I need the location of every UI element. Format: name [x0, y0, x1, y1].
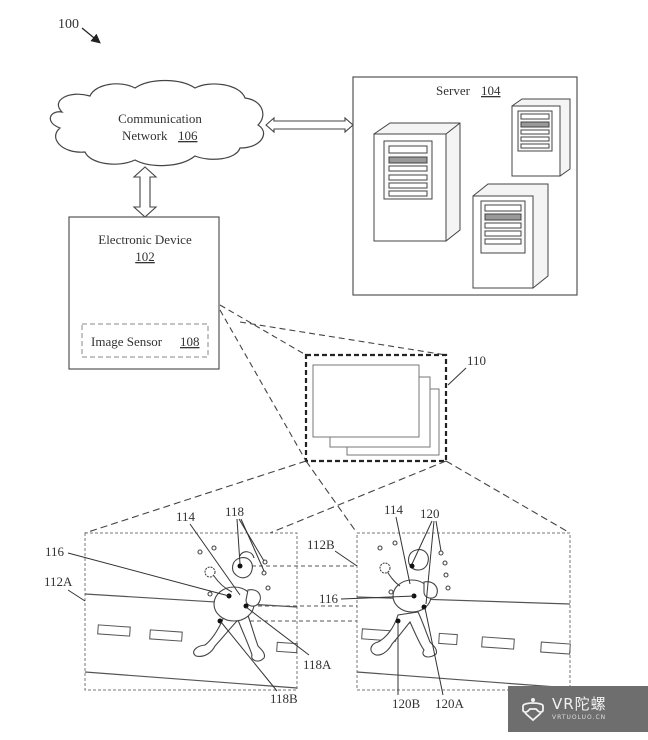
label-120a: 120A: [435, 696, 465, 711]
label-118a: 118A: [303, 657, 332, 672]
projection-line: [305, 460, 358, 534]
leader-line: [245, 606, 310, 656]
leader-line: [334, 550, 358, 567]
device-name: Electronic Device: [98, 232, 192, 247]
figure-ref-arrow: [81, 27, 101, 44]
server-ref: 104: [481, 83, 501, 98]
server-tower-icon: [511, 98, 571, 177]
leader-line: [425, 520, 435, 605]
frame-112b: [356, 532, 571, 691]
electronic-device-box: [68, 216, 220, 370]
watermark-subtitle: VRTUOLUO.CN: [552, 714, 607, 721]
label-116-b: 116: [319, 591, 339, 606]
frames-ref-leader: [447, 367, 467, 386]
leader-line: [220, 621, 278, 692]
label-120b: 120B: [392, 696, 421, 711]
projection-line: [445, 460, 571, 534]
leader-line: [240, 518, 265, 572]
server-tower-icon: [373, 122, 461, 242]
sensor-ref: 108: [180, 334, 200, 349]
server-name: Server: [436, 83, 471, 98]
projection-line: [219, 309, 307, 462]
label-120: 120: [420, 506, 440, 521]
network-title: Communication: [118, 111, 202, 126]
person-figure: [193, 545, 271, 662]
leader-line: [189, 523, 241, 596]
leader-line: [340, 595, 415, 600]
watermark-title: VR陀螺: [552, 695, 607, 713]
projection-line: [239, 321, 447, 356]
frames-ref: 110: [467, 353, 486, 368]
server-tower-icon: [472, 183, 549, 289]
label-112a: 112A: [44, 574, 73, 589]
label-118b: 118B: [270, 691, 298, 706]
projection-line: [269, 460, 447, 534]
figure-ref-label: 100: [58, 17, 79, 32]
leader-line: [411, 520, 433, 565]
vr-headset-logo-icon: [522, 698, 544, 722]
label-116-a: 116: [45, 544, 65, 559]
projection-line: [219, 304, 307, 356]
label-118: 118: [225, 504, 244, 519]
device-ref: 102: [135, 249, 155, 264]
network-server-double-arrow: [265, 116, 354, 134]
leader-line: [67, 552, 230, 597]
network-device-double-arrow: [132, 166, 158, 218]
leader-line: [395, 516, 411, 585]
network-name: Network: [122, 128, 168, 143]
leader-line: [435, 520, 442, 552]
network-ref: 106: [178, 128, 198, 143]
communication-network-cloud: [49, 79, 264, 167]
label-114-a: 114: [176, 509, 196, 524]
leader-line: [67, 589, 86, 602]
sensor-name: Image Sensor: [91, 334, 163, 349]
label-112b: 112B: [307, 537, 335, 552]
projection-line: [84, 460, 307, 534]
frame-112a: [84, 532, 298, 691]
image-frame: [312, 364, 420, 438]
leader-line: [238, 518, 265, 562]
leader-line: [424, 607, 444, 696]
label-114-b: 114: [384, 502, 404, 517]
watermark: VR陀螺 VRTUOLUO.CN: [508, 686, 648, 732]
leader-line: [236, 518, 241, 565]
